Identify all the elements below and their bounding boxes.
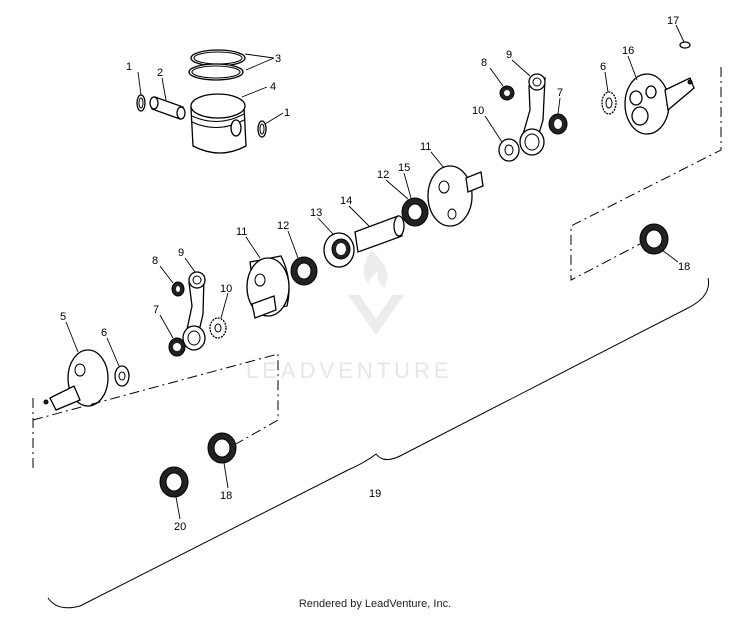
callout-10-washer-left: 10 xyxy=(220,283,232,295)
callout-9-rod-left: 9 xyxy=(178,247,184,259)
crank-wheel-center[interactable] xyxy=(427,165,484,227)
crankshaft-right-half[interactable] xyxy=(624,73,695,135)
alignment-box-left xyxy=(32,353,279,470)
thrust-washer-left[interactable] xyxy=(209,317,227,339)
callout-18-seal-left: 18 xyxy=(220,490,232,502)
crank-center-shaft[interactable] xyxy=(354,215,405,253)
callout-12-seal-left: 12 xyxy=(277,220,289,232)
callout-13-bearing: 13 xyxy=(310,207,322,219)
callout-5-crank-left: 5 xyxy=(60,311,66,323)
watermark-text: LEADVENTURE xyxy=(246,358,453,383)
footer-credit: Rendered by LeadVenture, Inc. xyxy=(298,598,452,610)
leadventure-watermark: LEADVENTURE xyxy=(246,250,453,383)
piston-rings[interactable] xyxy=(188,49,246,81)
piston-pin[interactable] xyxy=(149,96,186,120)
callout-18-seal-right: 18 xyxy=(678,261,690,273)
center-bearing[interactable] xyxy=(323,232,355,268)
bearing-small-left-top[interactable] xyxy=(171,281,185,297)
crank-wheel-left[interactable] xyxy=(246,255,290,319)
callout-8-bearing-right: 8 xyxy=(481,57,487,69)
callout-15-seal-center: 15 xyxy=(398,162,410,174)
callout-17-key: 17 xyxy=(667,15,679,27)
callout-6-washer-left: 6 xyxy=(101,327,107,339)
callout-8-bearing-left: 8 xyxy=(152,255,158,267)
callout-3-piston-rings: 3 xyxy=(275,53,281,65)
piston-pin-clip-left[interactable] xyxy=(136,94,146,112)
callout-2-piston-pin: 2 xyxy=(157,67,163,79)
bearing-small-right-top[interactable] xyxy=(499,85,515,101)
callout-20-seal-outer: 20 xyxy=(174,521,186,533)
callout-1-clip-left: 1 xyxy=(126,61,132,73)
crankshaft-left-half[interactable] xyxy=(43,349,109,411)
bearing-right-big-end[interactable] xyxy=(548,113,568,135)
connecting-rod-left[interactable] xyxy=(182,271,206,351)
washer-left[interactable] xyxy=(114,365,130,387)
callout-labels: 1 2 3 4 1 8 9 6 16 17 7 10 11 15 12 14 1… xyxy=(60,15,690,533)
washer-right[interactable] xyxy=(601,91,617,115)
connecting-rod-right[interactable] xyxy=(519,73,546,156)
alignment-box-right xyxy=(570,67,722,281)
callout-6-washer-right: 6 xyxy=(600,61,606,73)
piston-pin-clip-right[interactable] xyxy=(257,120,267,138)
piston[interactable] xyxy=(190,93,247,154)
callout-1-clip-right: 1 xyxy=(284,107,290,119)
callout-7-bearing-left: 7 xyxy=(153,304,159,316)
oil-seal-left[interactable] xyxy=(207,432,237,464)
oil-seal-right[interactable] xyxy=(639,223,669,255)
assembly-bracket xyxy=(47,277,710,609)
leader-lines xyxy=(65,24,685,520)
callout-4-piston: 4 xyxy=(270,81,276,93)
callout-9-rod-right: 9 xyxy=(506,49,512,61)
callout-12-seal-center: 12 xyxy=(377,169,389,181)
callout-7-bearing-right: 7 xyxy=(557,87,563,99)
callout-19-assembly: 19 xyxy=(369,488,381,500)
oil-seal-left-center[interactable] xyxy=(290,256,318,286)
callout-11-wheel-center: 11 xyxy=(420,141,431,153)
callout-11-wheel-left: 11 xyxy=(236,226,247,238)
woodruff-key[interactable] xyxy=(679,41,691,49)
callout-10-washer-right: 10 xyxy=(472,105,484,117)
oil-seal-center[interactable] xyxy=(401,197,429,227)
callout-14-shaft: 14 xyxy=(340,195,352,207)
oil-seal-outer[interactable] xyxy=(159,466,189,498)
bearing-left-big-end[interactable] xyxy=(168,337,186,357)
callout-16-crank-right: 16 xyxy=(622,45,634,57)
thrust-washer-right[interactable] xyxy=(498,138,520,162)
